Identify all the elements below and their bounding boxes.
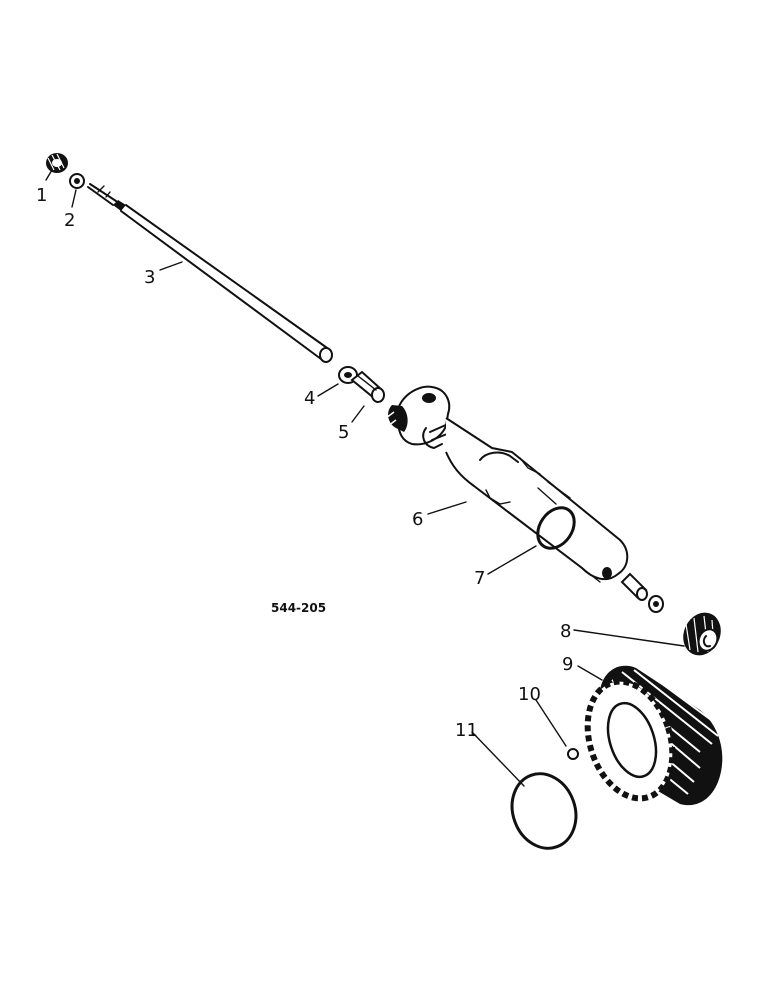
callout-8: 8 — [560, 621, 571, 642]
leader-5 — [351, 405, 365, 423]
callout-labels: 1 2 3 4 5 6 7 8 9 10 11 — [36, 185, 573, 741]
leader-2 — [71, 189, 77, 208]
leader-6 — [427, 501, 467, 515]
part-7-ring — [536, 506, 576, 550]
callout-5: 5 — [338, 422, 349, 443]
callout-3: 3 — [144, 267, 155, 288]
callout-10: 10 — [518, 684, 541, 705]
part-3-shaft — [87, 183, 333, 363]
figure-code: 544-205 — [271, 601, 326, 615]
part-9-helical-gear — [584, 665, 723, 806]
callout-9: 9 — [562, 654, 573, 675]
leader-1 — [45, 169, 53, 181]
leader-11 — [471, 731, 525, 787]
part-1-nut — [46, 153, 68, 173]
callout-7: 7 — [474, 568, 485, 589]
part-5-bushing — [350, 370, 385, 403]
leader-7 — [487, 545, 537, 575]
leader-lines — [45, 169, 685, 787]
part-2-washer — [69, 173, 85, 189]
callout-2: 2 — [64, 210, 75, 231]
leader-3 — [159, 261, 183, 271]
callout-1: 1 — [36, 185, 47, 206]
part-8-pinion-gear — [620, 572, 721, 656]
part-10-ball — [567, 748, 579, 760]
callout-6: 6 — [412, 509, 423, 530]
leader-4 — [317, 383, 339, 397]
leader-10 — [535, 699, 567, 747]
part-6-housing — [385, 385, 629, 583]
part-11-o-ring — [510, 772, 578, 850]
leader-8 — [573, 629, 685, 647]
leader-9 — [577, 665, 603, 681]
callout-4: 4 — [304, 388, 315, 409]
callout-11: 11 — [455, 720, 478, 741]
